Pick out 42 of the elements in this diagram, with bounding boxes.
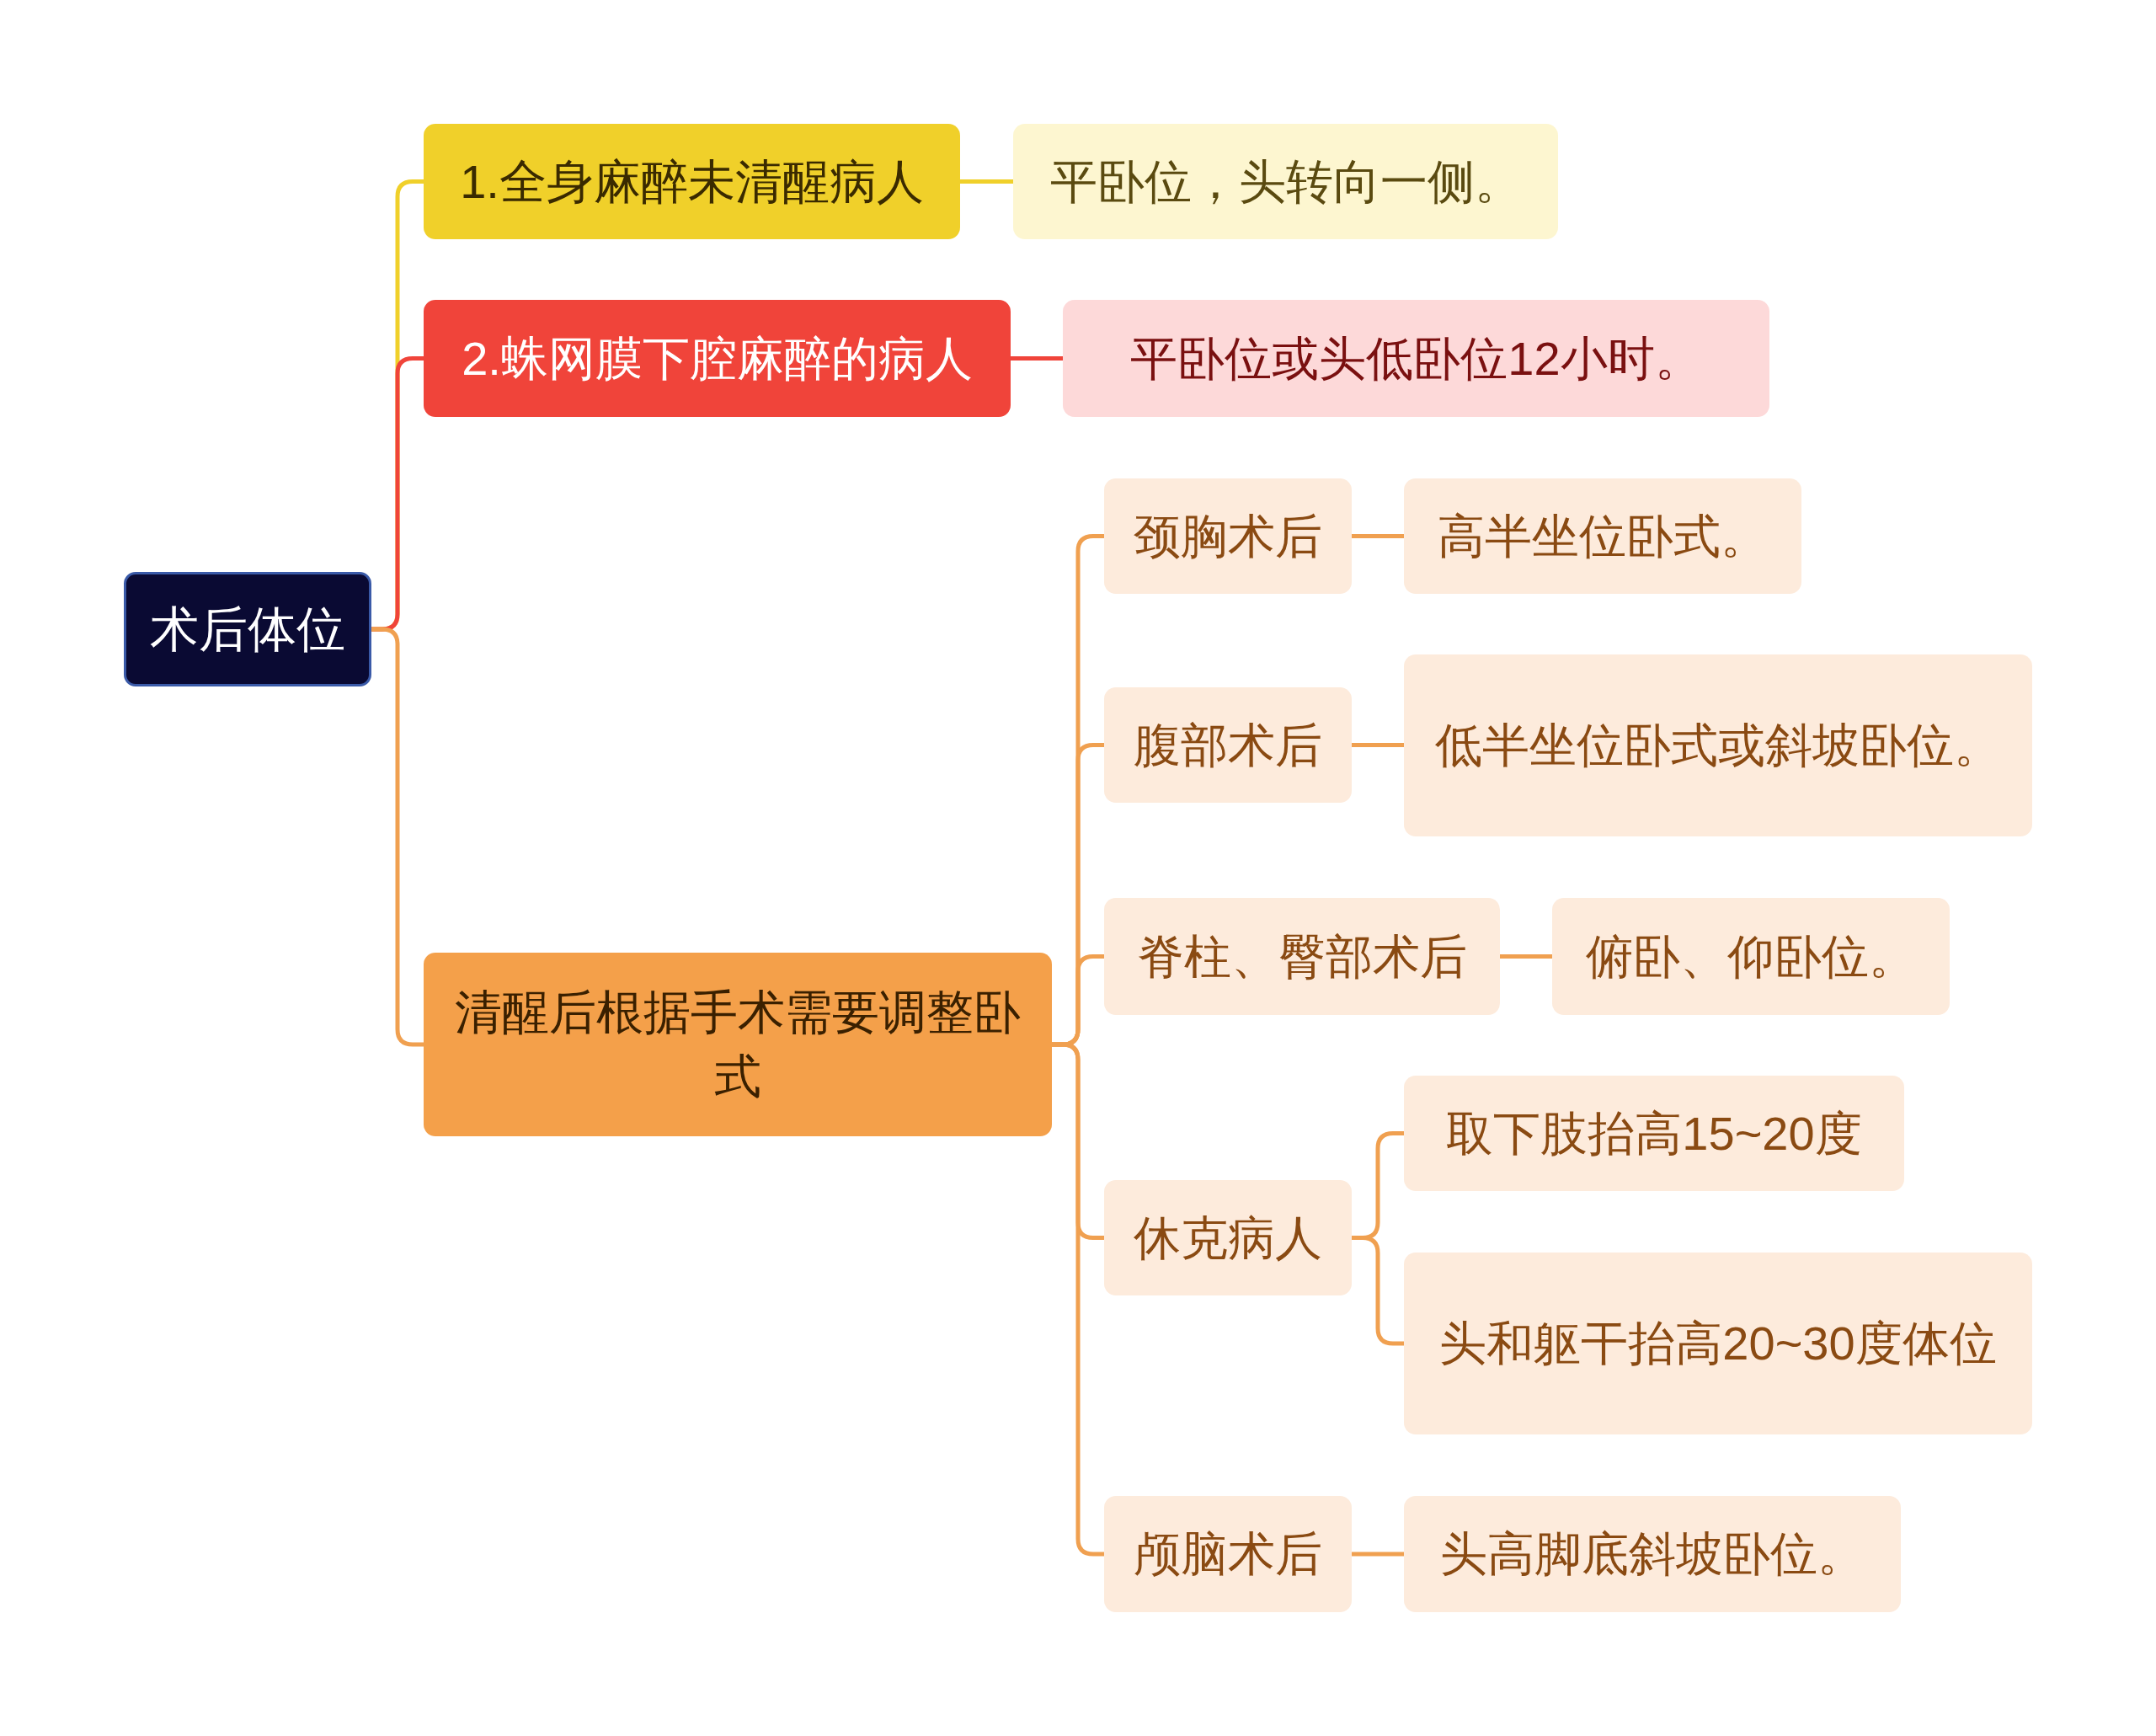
topic-box	[424, 300, 1011, 417]
topic-text: 1.全身麻醉未清醒病人	[460, 153, 924, 210]
topic-box	[1104, 478, 1352, 594]
connector-line	[1352, 1552, 1404, 1557]
topic-box	[1104, 1496, 1352, 1612]
topic-box	[1063, 300, 1769, 417]
connector-line	[960, 179, 1013, 184]
connector-line	[1011, 356, 1063, 361]
topic-text: 俯卧、仰卧位。	[1586, 928, 1916, 985]
topic-box	[1404, 478, 1801, 594]
topic-text: 颅脑术后	[1134, 1526, 1322, 1583]
topic-text: 腹部术后	[1134, 717, 1322, 773]
topic-text: 高半坐位卧式。	[1438, 508, 1768, 564]
topic-text: 低半坐位卧式或斜坡卧位。	[1435, 718, 2001, 774]
topic-text: 颈胸术后	[1134, 508, 1322, 564]
topic-box	[1404, 1253, 2032, 1434]
topic-text: 平卧位或头低卧位12小时。	[1130, 330, 1702, 387]
connector-line	[371, 627, 424, 1047]
topic-text: 休克病人	[1134, 1210, 1322, 1266]
topic-box	[1104, 1180, 1352, 1295]
topic-text: 清醒后根据手术需要调整卧式	[454, 985, 1022, 1104]
topic-box	[424, 953, 1052, 1136]
topic-text: 术后体位	[150, 600, 345, 658]
topic-box	[1104, 687, 1352, 803]
topic-box	[1404, 1496, 1901, 1612]
topic-box	[1104, 898, 1500, 1015]
topic-box	[1404, 1076, 1904, 1191]
topic-text: 平卧位，头转向一侧。	[1049, 153, 1522, 210]
topic-box	[1013, 124, 1558, 239]
connector-line	[1500, 954, 1552, 959]
topic-text: 2.蛛网膜下腔麻醉的病人	[462, 330, 973, 387]
topic-text: 头和躯干抬高20~30度体位	[1439, 1316, 1997, 1372]
connector-line	[1352, 1236, 1404, 1346]
topic-text: 头高脚底斜坡卧位。	[1440, 1526, 1865, 1583]
topic-text: 取下肢抬高15~20度	[1446, 1105, 1862, 1162]
connector-line	[1352, 743, 1404, 747]
topic-box	[124, 572, 371, 686]
topic-box	[424, 124, 960, 239]
topic-box	[1552, 898, 1950, 1015]
connector-line	[1352, 534, 1404, 538]
topic-box	[1404, 654, 2032, 836]
topic-text: 脊柱、臀部术后	[1137, 928, 1467, 985]
